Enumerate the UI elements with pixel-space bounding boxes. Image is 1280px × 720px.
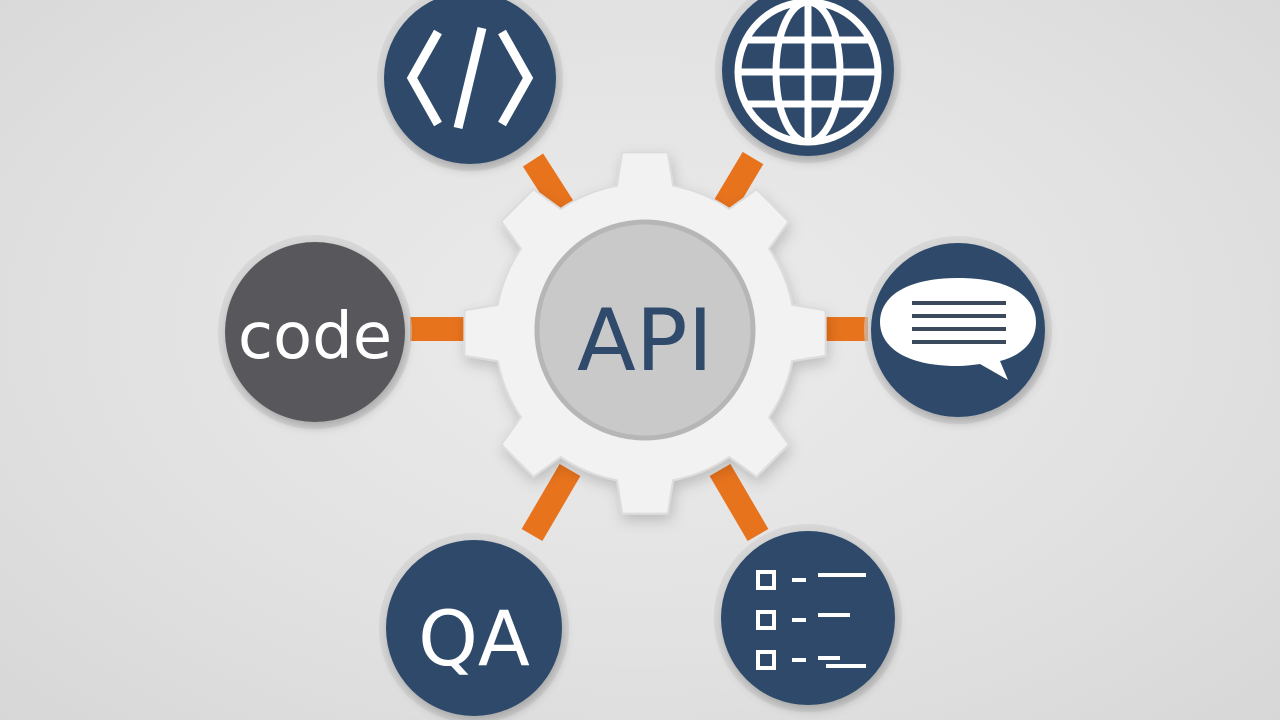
hub-label: API (577, 291, 713, 391)
node-checklist (714, 524, 902, 712)
node-chat (864, 236, 1052, 424)
connector-qa (521, 463, 581, 542)
api-hub: API (534, 219, 756, 441)
node-qa: QA (379, 533, 569, 720)
node-code-tag (377, 0, 563, 171)
code-label: code (238, 300, 392, 374)
connectors (410, 151, 868, 542)
qa-label: QA (418, 594, 530, 683)
connector-checklist (709, 463, 769, 542)
node-globe (715, 0, 901, 163)
globe-icon (734, 0, 882, 146)
hub-ring (534, 219, 756, 441)
node-code-text: code (218, 235, 412, 429)
connector-globe (711, 151, 764, 217)
chat-bubble-icon (880, 278, 1036, 380)
code-brackets-icon (406, 26, 534, 130)
checklist-icon (756, 570, 866, 670)
connector-code-tag (522, 153, 576, 217)
